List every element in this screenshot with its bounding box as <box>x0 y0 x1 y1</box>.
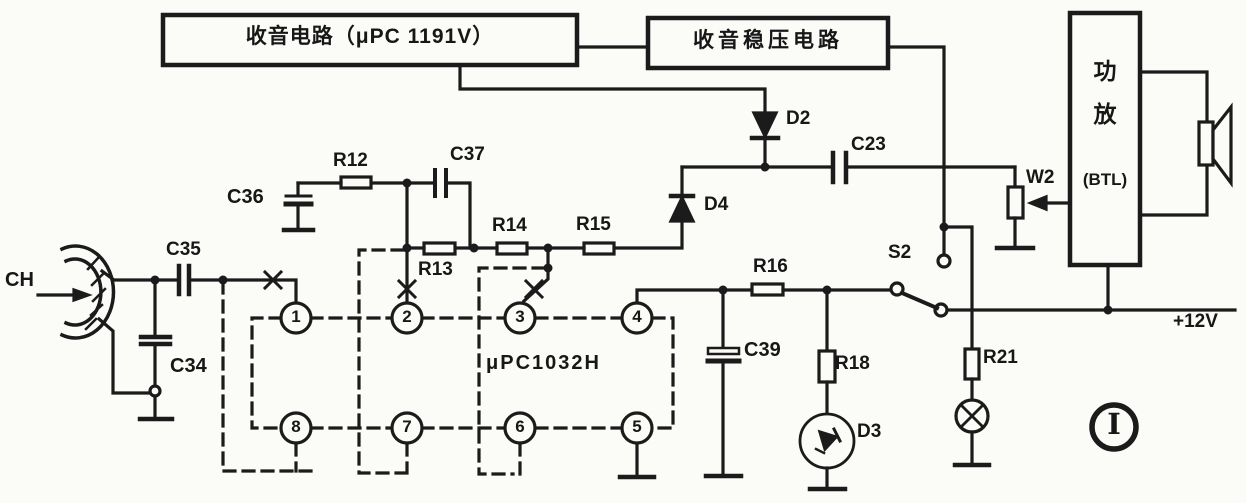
label-d4: D4 <box>704 194 729 215</box>
label-c35: C35 <box>166 239 201 260</box>
label-r13: R13 <box>418 259 453 280</box>
speaker-icon <box>1138 70 1233 217</box>
label-s2: S2 <box>888 242 912 263</box>
ic-pin-circles <box>279 301 654 445</box>
junction-dots <box>150 162 1113 315</box>
wire-antenna-return <box>96 316 152 395</box>
amplifier-box <box>1067 10 1143 268</box>
power-rail-label: +12V <box>1173 311 1218 332</box>
label-r18: R18 <box>835 353 870 374</box>
capacitor-c36 <box>283 181 314 231</box>
resistor-r21 <box>942 225 981 402</box>
ic-pin-2: 2 <box>402 307 412 326</box>
capacitor-c39 <box>705 288 742 477</box>
label-r16: R16 <box>753 256 788 277</box>
antenna-icon <box>59 244 116 340</box>
label-w2: W2 <box>1026 167 1055 188</box>
led-d3 <box>798 412 856 490</box>
resistor-r16 <box>750 282 893 297</box>
wire-box2-to-s2 <box>886 45 946 229</box>
capacitor-c37 <box>405 168 472 250</box>
regulator-box <box>645 15 891 71</box>
ch-arrow-icon <box>36 287 93 303</box>
figure-number: I <box>1107 407 1121 441</box>
ground-pin5 <box>617 441 657 480</box>
ic-pin-1: 1 <box>291 307 301 326</box>
resistor-r14 <box>472 241 550 256</box>
diode-d4 <box>612 165 696 250</box>
ic-pin-5: 5 <box>632 417 642 436</box>
radio-box-title: 收音电路（μPC 1191V） <box>245 25 495 48</box>
amp-box-subtitle: (BTL) <box>1082 170 1128 189</box>
radio-circuit-box <box>160 12 580 68</box>
wire-box1-to-d2 <box>458 65 767 115</box>
ic-pin-6: 6 <box>515 417 525 436</box>
ic-shield-partitions <box>221 248 546 476</box>
ic-pin-7: 7 <box>402 417 412 436</box>
ic-dashed-outline <box>250 316 675 430</box>
amp-box-title-2: 放 <box>1093 101 1117 127</box>
label-c37: C37 <box>450 144 485 165</box>
lamp-icon <box>954 398 990 466</box>
label-c39: C39 <box>744 339 781 361</box>
label-c34: C34 <box>170 355 207 377</box>
label-r14: R14 <box>492 215 527 236</box>
ic-pin-4: 4 <box>632 307 642 326</box>
resistor-r12 <box>296 175 409 190</box>
wire-pin4-feed <box>635 288 754 305</box>
resistor-r18 <box>817 288 837 415</box>
ic-pin-3: 3 <box>515 307 525 326</box>
capacitor-c34 <box>138 278 173 420</box>
ic-pin-8: 8 <box>291 417 301 436</box>
label-d3: D3 <box>857 421 882 442</box>
label-c23: C23 <box>851 134 886 155</box>
potentiometer-w2 <box>1006 165 1072 249</box>
amp-box-title-1: 功 <box>1093 58 1117 84</box>
capacitor-c23 <box>830 150 849 185</box>
label-d2: D2 <box>786 108 811 129</box>
resistor-r13 <box>405 241 476 256</box>
figure-number-ring <box>1089 402 1139 452</box>
resistor-r15 <box>548 241 616 256</box>
label-c36: C36 <box>227 186 264 208</box>
label-r15: R15 <box>576 214 611 235</box>
ic-name-label: μPC1032H <box>486 352 601 374</box>
diode-d2 <box>749 111 781 169</box>
trim-x-marks <box>262 269 545 300</box>
regulator-box-title: 收音稳压电路 <box>693 29 843 52</box>
label-ch: CH <box>5 269 34 291</box>
switch-s2 <box>889 225 952 318</box>
label-r12: R12 <box>333 150 368 171</box>
label-r21: R21 <box>983 347 1018 368</box>
